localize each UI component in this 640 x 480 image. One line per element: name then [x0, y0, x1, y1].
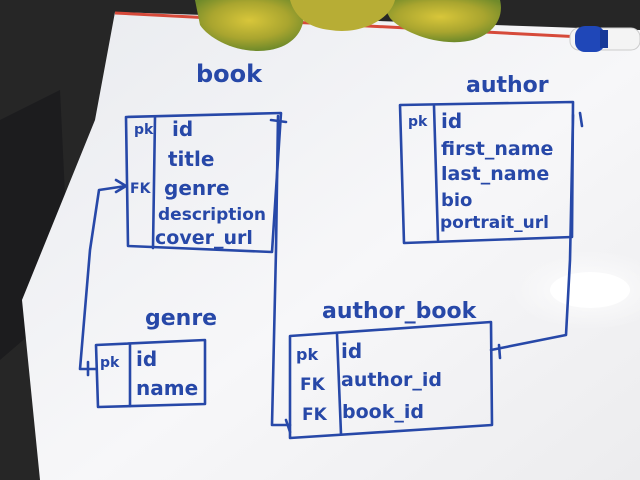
author-book-table-box [288, 320, 494, 440]
crows-foot-book-genre [114, 178, 128, 194]
genre-row-1-key: pk [100, 355, 120, 371]
author-book-row-2-field: author_id [341, 369, 442, 391]
genre-table-box [94, 338, 207, 409]
er-diagram [78, 100, 584, 440]
author-book-table-title: author_book [322, 299, 478, 324]
book-row-2-field: title [168, 147, 214, 171]
author-row-1-field: id [441, 109, 462, 133]
author-row-2-field: first_name [441, 138, 553, 160]
tick-author-end [578, 111, 584, 128]
genre-row-2-field: name [136, 376, 198, 400]
author-book-row-2-key: FK [300, 375, 326, 395]
author-table-box [398, 100, 575, 245]
tick-book-end [269, 118, 288, 124]
author-book-row-1-key: pk [296, 345, 318, 364]
whiteboard-surface [22, 12, 640, 480]
book-table-title: book [196, 60, 263, 88]
book-row-5-field: cover_url [155, 227, 253, 249]
author-book-key-divider [335, 332, 343, 436]
author-row-4-field: bio [441, 190, 472, 211]
book-row-4-field: description [158, 205, 266, 225]
author-row-3-field: last_name [441, 163, 549, 185]
book-table-box [124, 111, 283, 254]
author-table-title: author [466, 73, 549, 98]
book-row-3-key: FK [130, 181, 152, 197]
marker [569, 26, 640, 52]
author-book-row-3-key: FK [302, 405, 328, 425]
author-row-5-field: portrait_url [440, 213, 549, 233]
book-row-3-field: genre [164, 176, 230, 200]
tick-author-book-author-end [497, 343, 502, 360]
relation-author-author-book [489, 113, 575, 352]
relation-book-genre [78, 184, 128, 371]
author-book-row-1-field: id [341, 339, 362, 363]
book-row-1-field: id [172, 117, 193, 141]
author-key-divider [432, 104, 440, 242]
genre-row-1-field: id [136, 347, 157, 371]
cloth [195, 0, 501, 51]
book-row-1-key: pk [134, 122, 154, 138]
author-row-1-key: pk [408, 114, 428, 130]
light-glare-small [550, 272, 630, 308]
er-diagram-text: book author genre author_book pk id titl… [100, 60, 553, 425]
genre-table-title: genre [145, 306, 217, 331]
tick-author-book-book-end [284, 418, 292, 434]
relation-book-author-book [270, 114, 292, 427]
book-key-divider [151, 115, 157, 250]
author-book-row-3-field: book_id [342, 401, 424, 423]
